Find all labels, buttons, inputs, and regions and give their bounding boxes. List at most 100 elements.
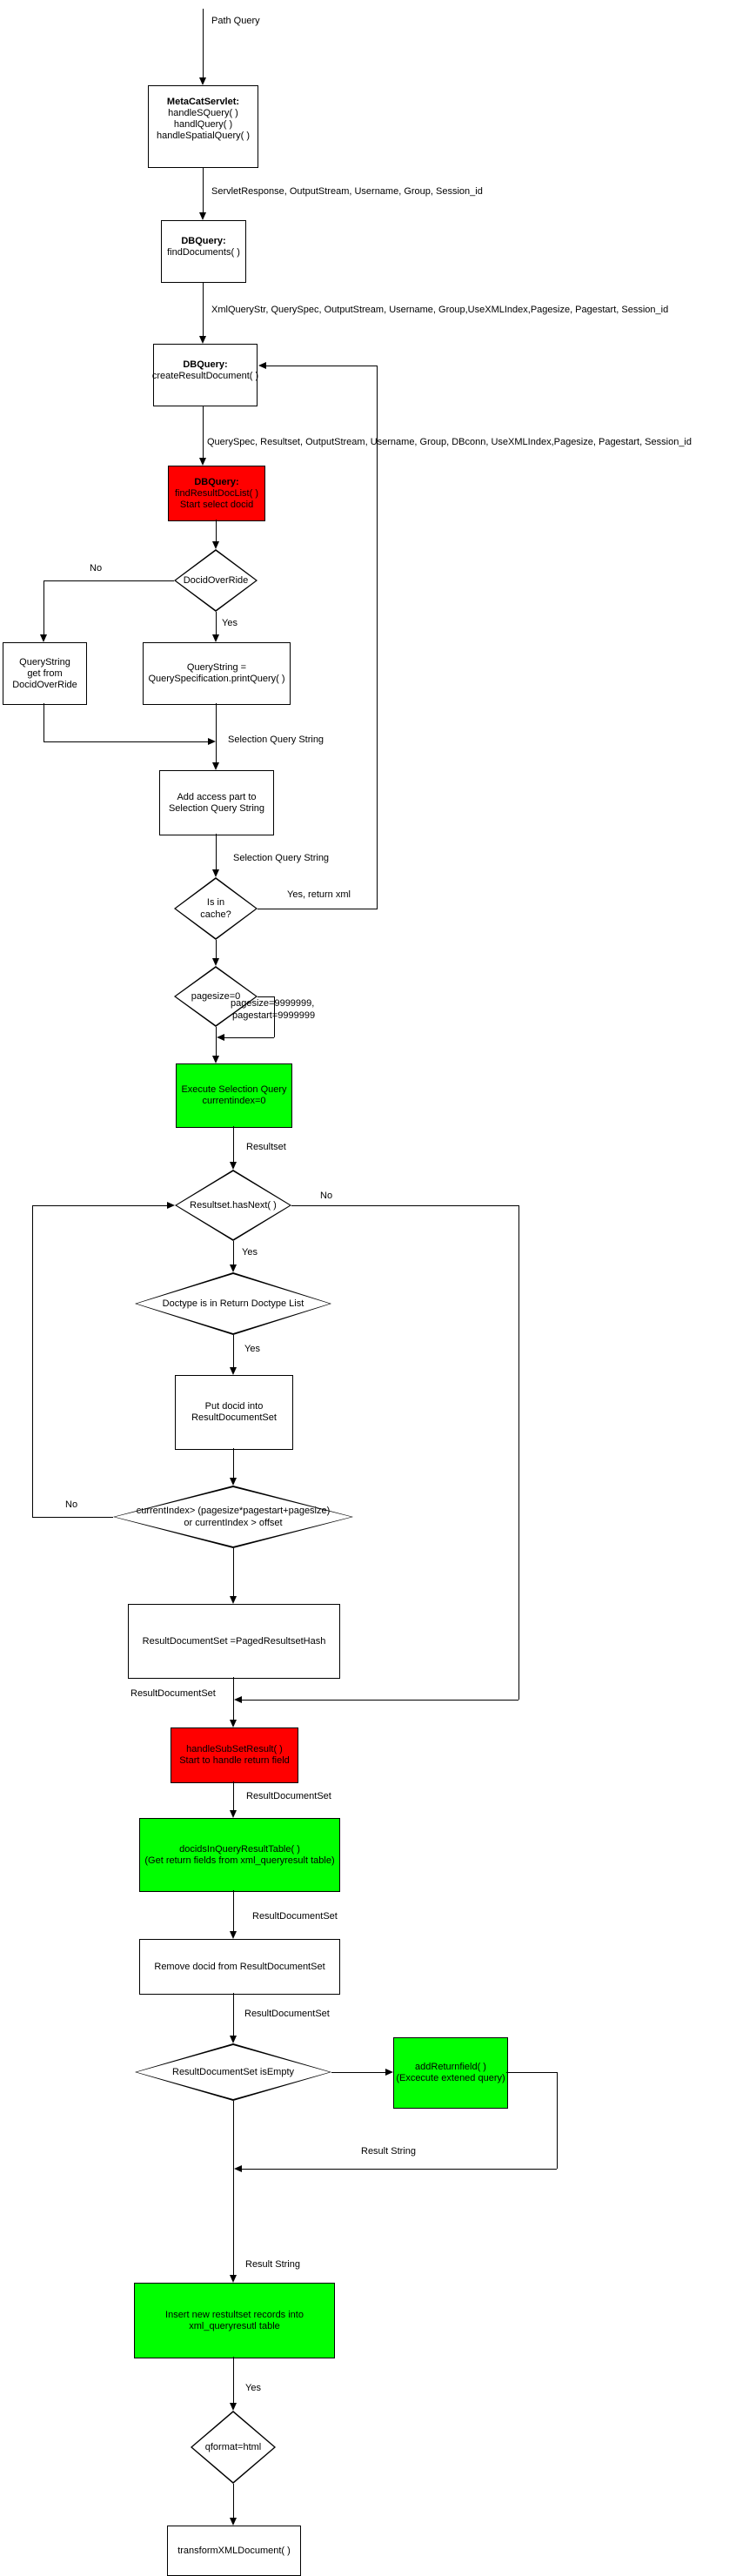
connector bbox=[233, 2484, 234, 2518]
arrowhead bbox=[230, 1810, 237, 1818]
node-metacatservlet-line: handlQuery( ) bbox=[173, 118, 233, 130]
node-find-documents: DBQuery: findDocuments( ) bbox=[161, 220, 246, 283]
edge-label-resultdocumentset: ResultDocumentSet bbox=[244, 2009, 330, 2019]
node-transform-xml-line: transformXMLDocument( ) bbox=[177, 2545, 291, 2556]
node-put-docid-line: ResultDocumentSet bbox=[191, 1412, 277, 1423]
connector bbox=[233, 1677, 234, 1720]
decision-docid-override-text: DocidOverRide bbox=[183, 575, 249, 586]
arrowhead bbox=[212, 634, 219, 642]
arrowhead-return-xml bbox=[258, 362, 266, 369]
decision-is-in-cache-text: cache? bbox=[200, 909, 231, 920]
connector bbox=[216, 940, 217, 958]
arrowhead bbox=[230, 1596, 237, 1604]
connector-return-xml bbox=[377, 366, 378, 909]
node-transform-xml: transformXMLDocument( ) bbox=[167, 2526, 301, 2576]
connector bbox=[216, 520, 217, 542]
node-add-access: Add access part to Selection Query Strin… bbox=[159, 770, 274, 835]
node-insert-resultset: Insert new restultset records into xml_q… bbox=[134, 2283, 335, 2358]
arrowhead bbox=[230, 1367, 237, 1375]
connector-hasnext-no bbox=[291, 1205, 518, 1206]
node-docids-in-table-line: (Get return fields from xml_queryresult … bbox=[144, 1855, 335, 1866]
edge-label-no: No bbox=[320, 1191, 333, 1201]
connector-hasnext-no bbox=[518, 1205, 519, 1700]
decision-qformat-html: qformat=html bbox=[191, 2411, 276, 2484]
node-docids-in-table: docidsInQueryResultTable( ) (Get return … bbox=[139, 1818, 340, 1892]
arrowhead bbox=[230, 2275, 237, 2283]
node-querystring-from-override-line: QueryString bbox=[19, 656, 70, 667]
connector bbox=[233, 1335, 234, 1367]
arrowhead bbox=[199, 336, 206, 344]
arrowhead bbox=[230, 1478, 237, 1486]
connector-no-branch bbox=[43, 580, 44, 634]
node-remove-docid-line: Remove docid from ResultDocumentSet bbox=[154, 1961, 325, 1972]
node-find-result-doclist: DBQuery: findResultDocList( ) Start sele… bbox=[168, 466, 265, 521]
edge-label-result-string: Result String bbox=[361, 2146, 416, 2157]
arrowhead bbox=[199, 458, 206, 466]
decision-currentindex-text: or currentIndex > offset bbox=[184, 1518, 283, 1528]
connector bbox=[233, 1126, 234, 1162]
arrowhead bbox=[212, 541, 219, 549]
node-querystring-print: QueryString = QuerySpecification.printQu… bbox=[143, 642, 291, 705]
connector bbox=[233, 1993, 234, 2036]
decision-doctype-in-list: Doctype is in Return Doctype List bbox=[135, 1272, 331, 1335]
node-metacatservlet: MetaCatServlet: handleSQuery( ) handlQue… bbox=[148, 85, 258, 168]
connector-merge bbox=[43, 741, 208, 742]
edge-label-resultdocumentset: ResultDocumentSet bbox=[246, 1791, 331, 1801]
connector bbox=[233, 2357, 234, 2403]
node-metacatservlet-line: handleSpatialQuery( ) bbox=[156, 130, 250, 141]
decision-isempty: ResultDocumentSet isEmpty bbox=[135, 2043, 331, 2101]
edge-label-resultdocumentset: ResultDocumentSet bbox=[252, 1911, 338, 1922]
connector-loop-back bbox=[32, 1205, 167, 1206]
connector-pagesize-loop bbox=[224, 1037, 274, 1038]
arrowhead bbox=[234, 2165, 242, 2172]
node-querystring-from-override-line: get from bbox=[27, 667, 63, 679]
connector-loop-back bbox=[32, 1205, 33, 1517]
edge-label-resultdocumentset: ResultDocumentSet bbox=[130, 1688, 216, 1699]
connector bbox=[233, 1781, 234, 1810]
node-querystring-from-override-line: DocidOverRide bbox=[12, 679, 77, 690]
node-find-result-doclist-line: Start select docid bbox=[179, 499, 254, 510]
edge-label-result-string: Result String bbox=[245, 2259, 300, 2270]
node-execute-selection-line: Execute Selection Query bbox=[181, 1084, 287, 1095]
edge-label-yes: Yes bbox=[245, 2383, 261, 2393]
decision-is-in-cache-text: Is in bbox=[206, 897, 225, 908]
connector-no-branch bbox=[43, 580, 174, 581]
edge-label-selection-query-string: Selection Query String bbox=[233, 853, 330, 863]
node-insert-resultset-line: xml_queryresutl table bbox=[189, 2320, 280, 2331]
edge-label-no: No bbox=[65, 1499, 78, 1510]
node-find-result-doclist-line: findResultDocList( ) bbox=[175, 487, 258, 499]
connector-result-string bbox=[506, 2072, 557, 2073]
node-find-result-doclist-title: DBQuery: bbox=[194, 476, 239, 487]
node-querystring-print-line: QuerySpecification.printQuery( ) bbox=[148, 674, 285, 684]
node-find-documents-title: DBQuery: bbox=[181, 236, 226, 246]
connector bbox=[233, 1890, 234, 1931]
decision-resultset-hasnext: Resultset.hasNext( ) bbox=[175, 1170, 291, 1241]
edge-label-xmlquery-params: XmlQueryStr, QuerySpec, OutputStream, Us… bbox=[211, 305, 669, 315]
edge-label-pagesize-set: pagesize=9999999, bbox=[231, 998, 315, 1009]
decision-currentindex: currentIndex> (pagesize*pagestart+pagesi… bbox=[113, 1486, 353, 1548]
connector-start bbox=[203, 9, 204, 77]
arrowhead bbox=[234, 1696, 242, 1703]
connector-yes-branch bbox=[216, 612, 217, 634]
connector bbox=[233, 1448, 234, 1478]
arrowhead bbox=[199, 212, 206, 220]
edge-label-selection-query-string: Selection Query String bbox=[228, 735, 324, 745]
arrowhead-start bbox=[199, 77, 206, 85]
connector-loop-back bbox=[32, 1517, 113, 1518]
arrowhead bbox=[230, 1931, 237, 1939]
arrowhead bbox=[230, 2036, 237, 2043]
node-handle-subset-line: Start to handle return field bbox=[179, 1755, 290, 1766]
decision-isempty-text: ResultDocumentSet isEmpty bbox=[172, 2067, 294, 2077]
edge-label-no: No bbox=[90, 563, 103, 574]
decision-pagesize-zero: pagesize=0 bbox=[174, 966, 258, 1027]
decision-pagesize-zero-text: pagesize=0 bbox=[191, 991, 241, 1002]
arrowhead bbox=[40, 634, 47, 642]
node-remove-docid: Remove docid from ResultDocumentSet bbox=[139, 1939, 340, 1995]
connector-hasnext-no bbox=[242, 1700, 518, 1701]
node-querystring-print-line: QueryString = bbox=[186, 662, 247, 673]
node-add-access-line: Add access part to bbox=[177, 791, 257, 802]
connector bbox=[216, 703, 217, 762]
node-add-access-line: Selection Query String bbox=[168, 802, 265, 814]
decision-currentindex-text: currentIndex> (pagesize*pagestart+pagesi… bbox=[136, 1506, 331, 1516]
